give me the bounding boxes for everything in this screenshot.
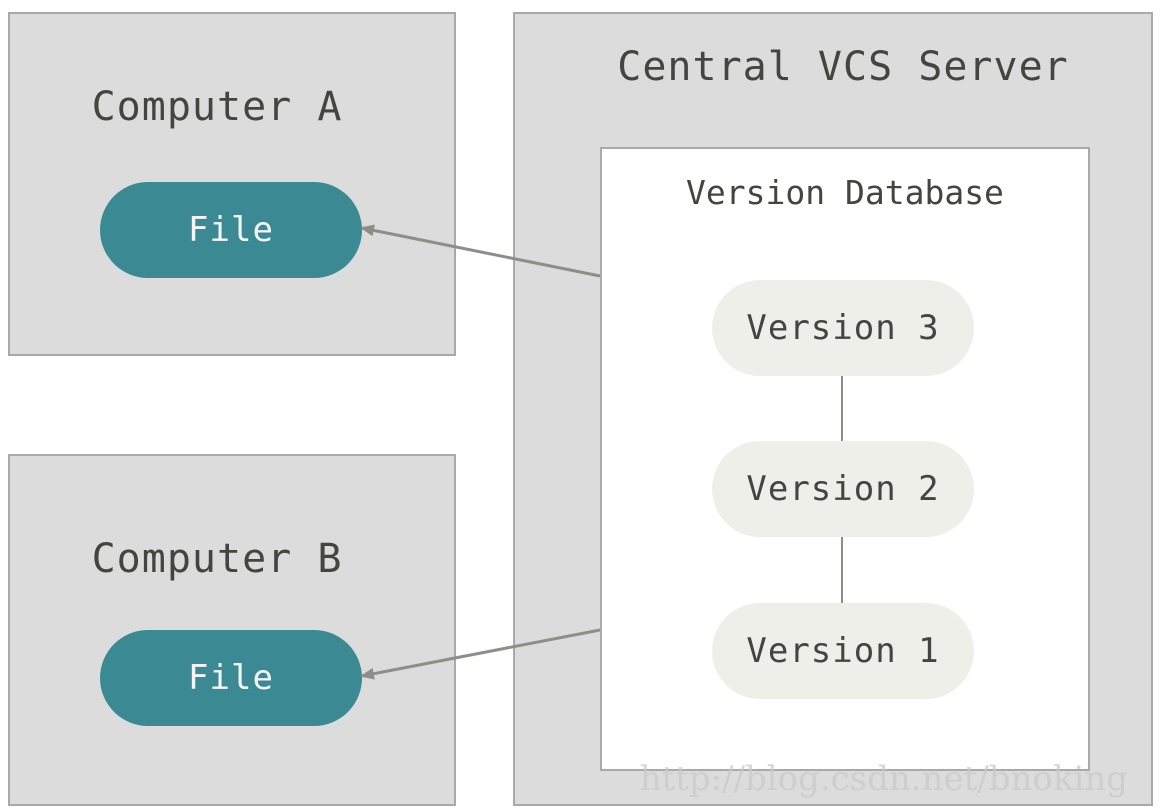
computer-b-panel: Computer B File (8, 454, 456, 806)
version-2-node: Version 2 (712, 441, 974, 537)
central-vcs-server-panel: Central VCS Server Version Database Vers… (513, 12, 1153, 806)
version-database-title: Version Database (686, 173, 1004, 212)
version-connector-2-1 (841, 537, 843, 603)
version-1-node: Version 1 (712, 603, 974, 699)
computer-a-panel: Computer A File (8, 12, 456, 356)
computer-a-file: File (100, 182, 362, 278)
version-connector-3-2 (841, 376, 843, 441)
computer-b-title: Computer B (91, 536, 343, 582)
computer-a-title: Computer A (91, 84, 343, 130)
version-database-box: Version Database Version 3 Version 2 Ver… (600, 147, 1090, 771)
version-3-node: Version 3 (712, 280, 974, 376)
server-title: Central VCS Server (617, 44, 1069, 90)
computer-b-file: File (100, 630, 362, 726)
